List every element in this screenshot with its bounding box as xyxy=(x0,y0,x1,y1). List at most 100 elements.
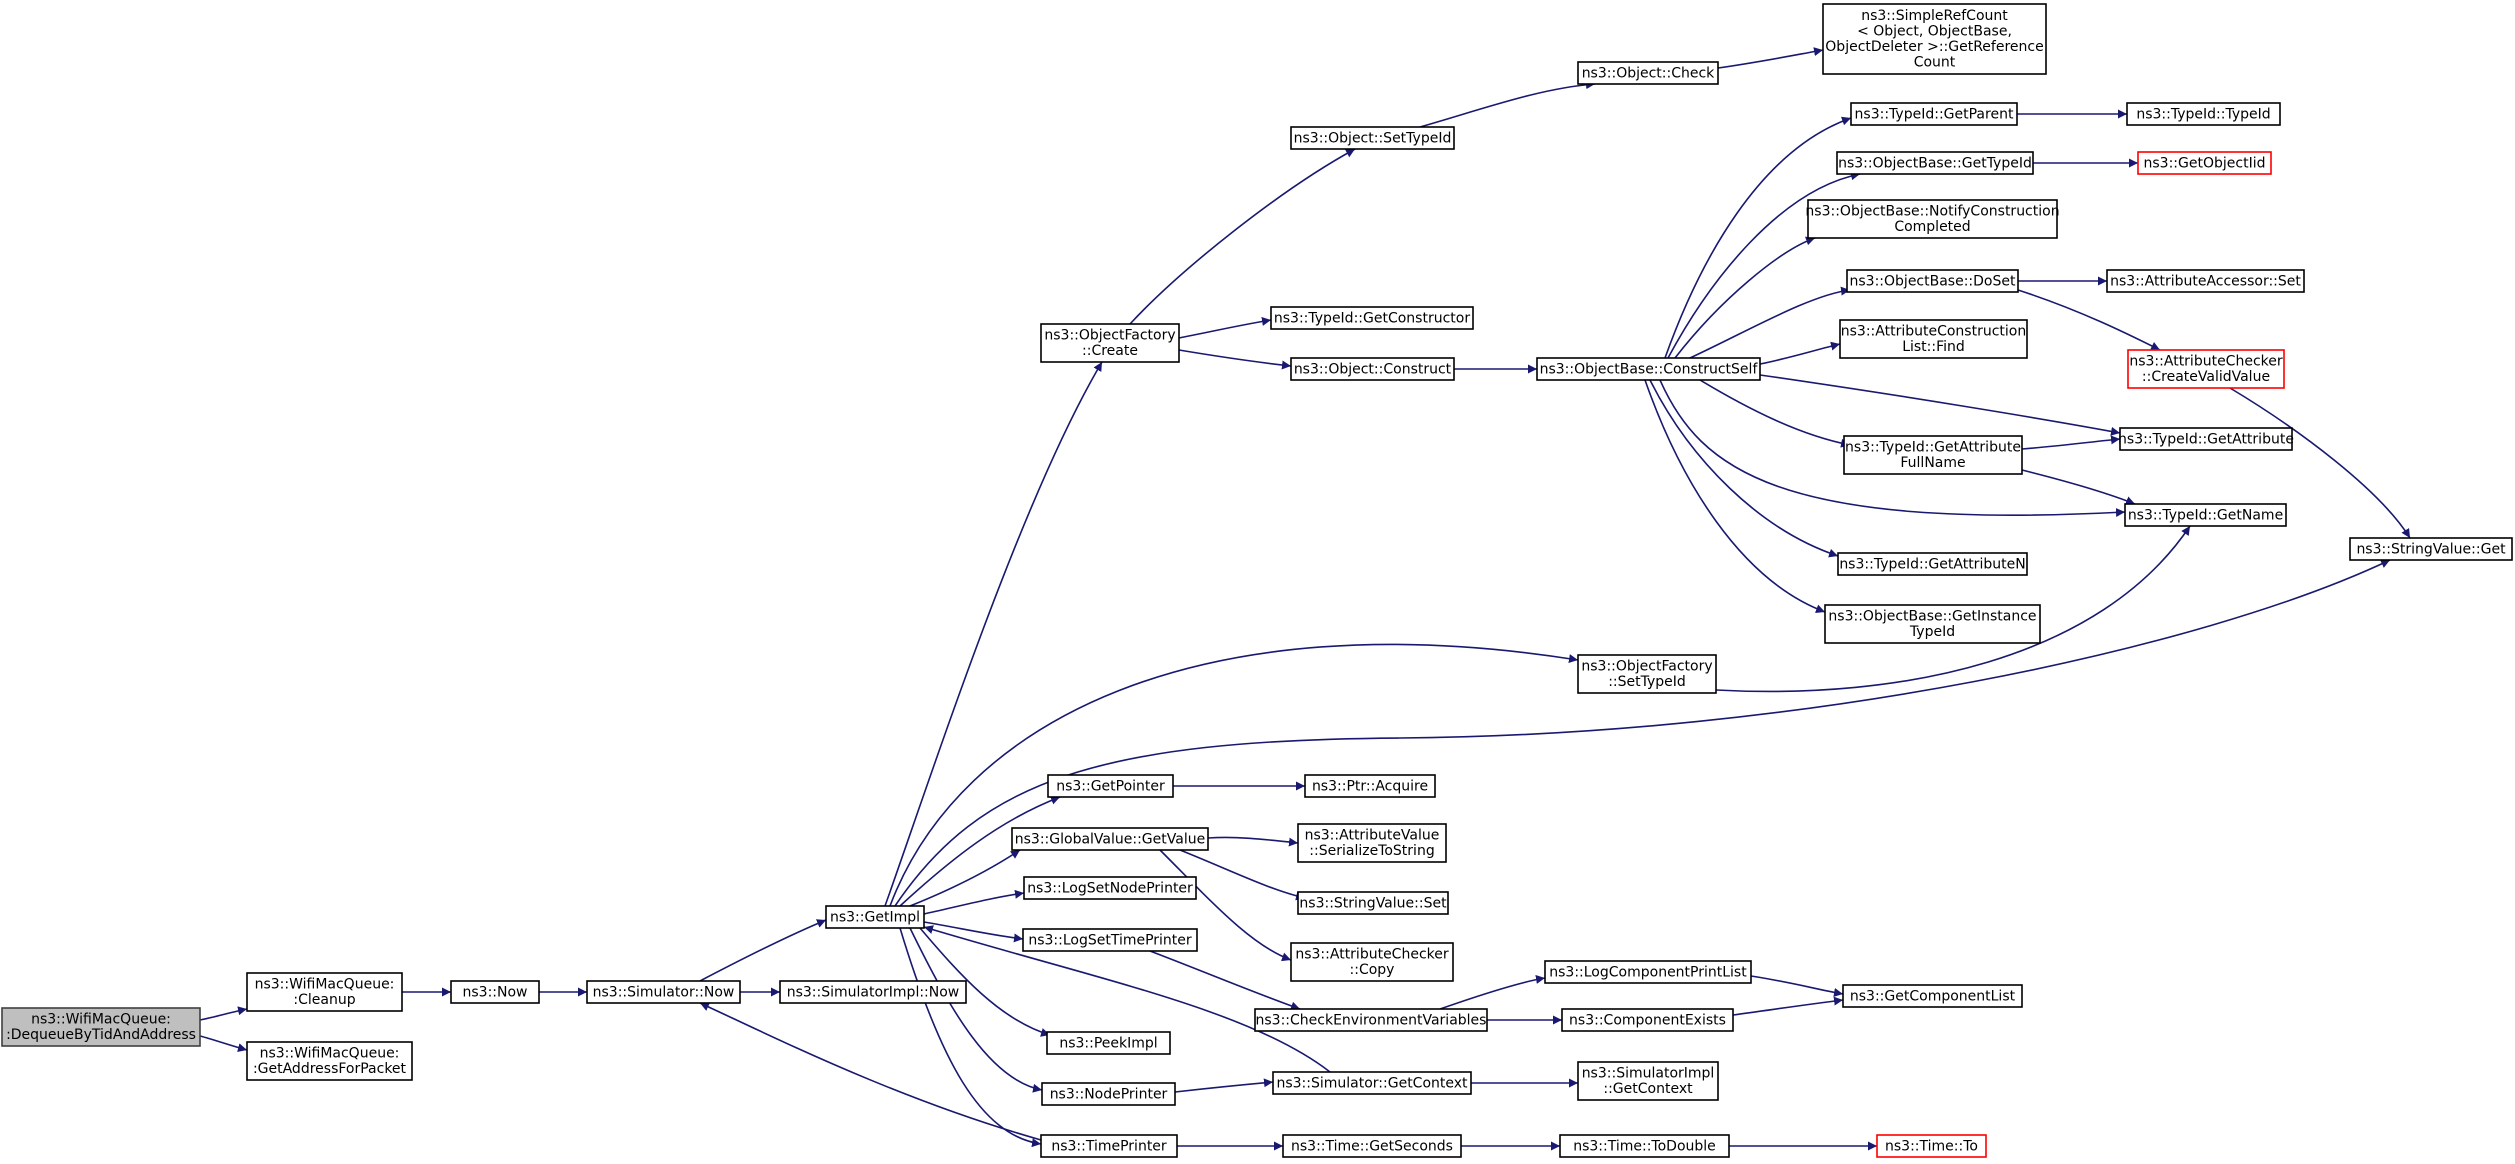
node-stringget[interactable]: ns3::StringValue::Get xyxy=(2349,537,2513,561)
node-now[interactable]: ns3::Now xyxy=(450,980,540,1004)
node-box xyxy=(1839,319,2028,359)
edge-compexists-to-getcomplist xyxy=(1732,996,1844,1016)
node-getparent[interactable]: ns3::TypeId::GetParent xyxy=(1850,102,2018,126)
edge-logtimeprinter-to-checkenv xyxy=(1149,950,1301,1011)
node-getname[interactable]: ns3::TypeId::GetName xyxy=(2124,503,2287,527)
node-getpointer[interactable]: ns3::GetPointer xyxy=(1047,774,1174,798)
node-label: :GetAddressForPacket xyxy=(253,1061,407,1077)
node-lognodeprinter[interactable]: ns3::LogSetNodePrinter xyxy=(1023,876,1197,900)
node-box xyxy=(1561,1008,1734,1032)
node-peekimpl[interactable]: ns3::PeekImpl xyxy=(1046,1031,1171,1055)
node-accessorset[interactable]: ns3::AttributeAccessor::Set xyxy=(2106,269,2305,293)
edge-simnow-to-getimpl xyxy=(699,919,827,982)
node-constructself[interactable]: ns3::ObjectBase::ConstructSelf xyxy=(1536,357,1761,381)
node-logtimeprinter[interactable]: ns3::LogSetTimePrinter xyxy=(1022,928,1198,952)
node-stringset[interactable]: ns3::StringValue::Set xyxy=(1297,891,1449,915)
node-refcount[interactable]: ns3::SimpleRefCount< Object, ObjectBase,… xyxy=(1822,3,2047,75)
node-getimpl[interactable]: ns3::GetImpl xyxy=(825,905,925,929)
node-label: ::SetTypeId xyxy=(1608,674,1686,690)
node-notifyconstr[interactable]: ns3::ObjectBase::NotifyConstructionCompl… xyxy=(1805,199,2060,239)
node-createvalid[interactable]: ns3::AttributeChecker::CreateValidValue xyxy=(2127,349,2285,389)
node-timeprinter[interactable]: ns3::TimePrinter xyxy=(1040,1134,1178,1158)
node-serialize[interactable]: ns3::AttributeValue::SerializeToString xyxy=(1297,823,1447,863)
edge-constructself-to-getattribute xyxy=(1759,374,2121,436)
node-simnow[interactable]: ns3::Simulator::Now xyxy=(586,980,741,1004)
node-getconstructor[interactable]: ns3::TypeId::GetConstructor xyxy=(1270,306,1474,330)
edge-objsettypeid-to-objcheck xyxy=(1419,80,1596,128)
node-ofsettypeid[interactable]: ns3::ObjectFactory::SetTypeId xyxy=(1577,654,1717,694)
node-todouble[interactable]: ns3::Time::ToDouble xyxy=(1559,1134,1730,1158)
node-simimplnow[interactable]: ns3::SimulatorImpl::Now xyxy=(779,980,967,1004)
node-getattribute[interactable]: ns3::TypeId::GetAttribute xyxy=(2118,427,2294,451)
edge-getimpl-to-getpointer xyxy=(899,796,1061,907)
node-label: ns3::Object::SetTypeId xyxy=(1294,130,1452,146)
node-getattrn[interactable]: ns3::TypeId::GetAttributeN xyxy=(1837,552,2028,576)
node-box xyxy=(1846,269,2019,293)
node-label: ns3::Object::Check xyxy=(1582,65,1715,81)
node-timeto[interactable]: ns3::Time::To xyxy=(1876,1134,1987,1158)
node-box xyxy=(1544,960,1752,984)
node-box xyxy=(1822,3,2047,75)
node-cleanup[interactable]: ns3::WifiMacQueue::Cleanup xyxy=(246,972,403,1012)
node-getseconds[interactable]: ns3::Time::GetSeconds xyxy=(1282,1134,1462,1158)
edge-constructself-to-obgettypeid xyxy=(1667,171,1861,359)
edge-constructself-to-attrconstrfind xyxy=(1759,341,1841,365)
edge-getimpl-to-gvgetvalue xyxy=(909,849,1021,907)
edge-constructself-to-notifyconstr xyxy=(1674,236,1816,359)
node-box xyxy=(2106,269,2305,293)
node-label: ::CreateValidValue xyxy=(2142,369,2270,385)
node-logcomplist[interactable]: ns3::LogComponentPrintList xyxy=(1544,960,1752,984)
node-label: ns3::ObjectBase::DoSet xyxy=(1850,273,2016,289)
node-objcheck[interactable]: ns3::Object::Check xyxy=(1577,61,1719,85)
node-box xyxy=(1254,1008,1488,1032)
node-label: ::Copy xyxy=(1350,962,1395,978)
node-getcomplist[interactable]: ns3::GetComponentList xyxy=(1842,984,2023,1008)
node-label: ns3::GetPointer xyxy=(1056,778,1165,794)
node-simgetcontext[interactable]: ns3::Simulator::GetContext xyxy=(1272,1071,1472,1095)
edge-ofcreate-to-objsettypeid xyxy=(1129,148,1356,325)
node-box xyxy=(1577,1061,1719,1101)
node-label: ns3::Time::ToDouble xyxy=(1573,1138,1716,1154)
node-label: ns3::LogSetNodePrinter xyxy=(1027,880,1193,896)
node-doset[interactable]: ns3::ObjectBase::DoSet xyxy=(1846,269,2019,293)
node-label: :DequeueByTidAndAddress xyxy=(6,1027,196,1043)
edge-getattrfull-to-getattribute xyxy=(2021,435,2121,450)
node-checkercopy[interactable]: ns3::AttributeChecker::Copy xyxy=(1290,942,1454,982)
node-checkenv[interactable]: ns3::CheckEnvironmentVariables xyxy=(1254,1008,1488,1032)
node-label: ns3::GetObjectIid xyxy=(2144,155,2266,171)
node-box xyxy=(1,1007,201,1047)
node-nodeprinter[interactable]: ns3::NodePrinter xyxy=(1041,1082,1176,1106)
node-box xyxy=(1577,654,1717,694)
node-obgettypeid[interactable]: ns3::ObjectBase::GetTypeId xyxy=(1836,151,2034,175)
edge-gvgetvalue-to-stringset xyxy=(1179,849,1306,901)
edge-objcheck-to-refcount xyxy=(1717,47,1824,69)
node-label: ns3::AttributeAccessor::Set xyxy=(2110,273,2301,289)
node-label: ::SerializeToString xyxy=(1309,843,1434,859)
node-objconstruct[interactable]: ns3::Object::Construct xyxy=(1290,357,1455,381)
node-label: ns3::GetImpl xyxy=(830,909,920,925)
node-typeidtypeid[interactable]: ns3::TypeId::TypeId xyxy=(2126,102,2281,126)
node-label: ns3::Time::GetSeconds xyxy=(1291,1138,1453,1154)
node-label: ns3::StringValue::Set xyxy=(1299,895,1447,911)
node-getaddr[interactable]: ns3::WifiMacQueue::GetAddressForPacket xyxy=(246,1041,413,1081)
node-simimplgetcontext[interactable]: ns3::SimulatorImpl::GetContext xyxy=(1577,1061,1719,1101)
node-objsettypeid[interactable]: ns3::Object::SetTypeId xyxy=(1290,126,1455,150)
node-label: ns3::TypeId::GetName xyxy=(2128,507,2283,523)
node-compexists[interactable]: ns3::ComponentExists xyxy=(1561,1008,1734,1032)
node-ptracquire[interactable]: ns3::Ptr::Acquire xyxy=(1304,774,1436,798)
node-gvgetvalue[interactable]: ns3::GlobalValue::GetValue xyxy=(1011,827,1209,851)
node-dequeue[interactable]: ns3::WifiMacQueue::DequeueByTidAndAddres… xyxy=(1,1007,201,1047)
edge-dequeue-to-cleanup xyxy=(199,1006,248,1021)
node-label: ns3::StringValue::Get xyxy=(2356,541,2506,557)
node-box xyxy=(1041,1082,1176,1106)
edge-constructself-to-getinstance xyxy=(1644,379,1826,614)
node-ofcreate[interactable]: ns3::ObjectFactory::Create xyxy=(1040,323,1180,363)
node-label: ns3::Simulator::GetContext xyxy=(1276,1075,1468,1091)
node-getobjectiid[interactable]: ns3::GetObjectIid xyxy=(2137,151,2272,175)
node-label: ::GetContext xyxy=(1603,1081,1693,1097)
node-box xyxy=(1290,126,1455,150)
